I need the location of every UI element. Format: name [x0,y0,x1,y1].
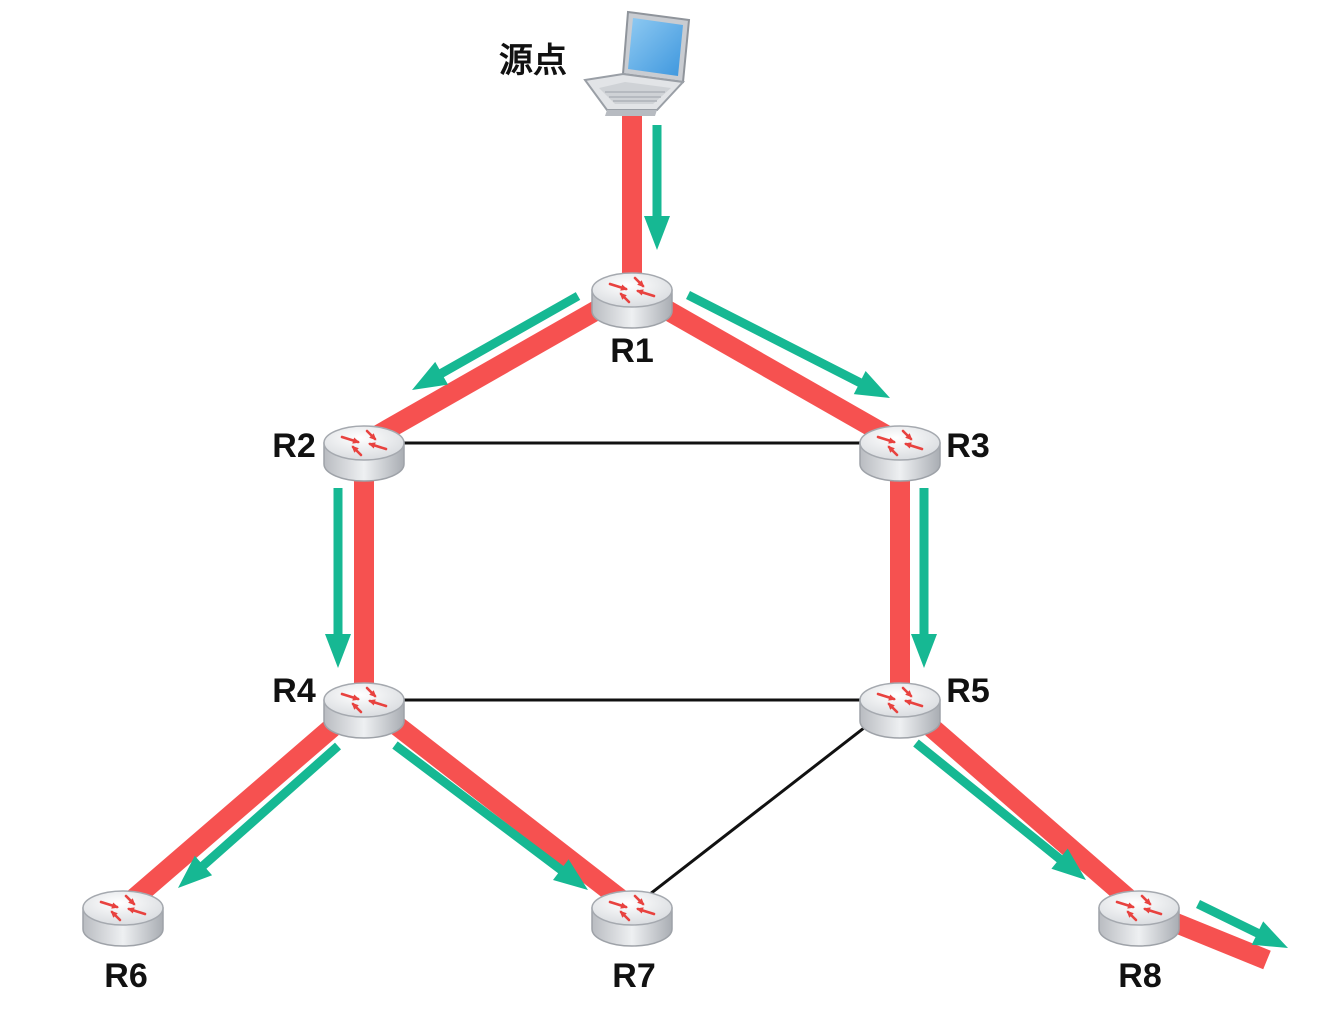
router-R4: R4 [272,672,405,739]
router-label-R7: R7 [612,957,655,995]
plain-link-R5-R7 [631,698,901,910]
router-label-R4: R4 [272,672,316,710]
router-icon [859,682,941,739]
flow-arrow-R2-R4 [325,488,351,668]
router-label-R1: R1 [610,332,653,370]
router-icon [591,890,673,947]
router-icon [591,272,673,329]
router-R6: R6 [82,890,164,995]
flow-arrow-R3-R5 [911,488,937,668]
laptop-icon [583,10,691,116]
router-label-R5: R5 [946,672,989,710]
router-R2: R2 [272,425,405,482]
router-icon [82,890,164,947]
router-R8: R8 [1098,890,1180,995]
flow-arrows [178,125,1288,948]
source-label: 源点 [499,42,567,80]
router-icon [859,425,941,482]
flow-arrow-R1-R3 [686,291,890,398]
router-R1: R1 [591,272,673,370]
router-label-R2: R2 [272,427,315,465]
router-label-R3: R3 [946,427,989,465]
multicast-tree-links [116,108,1271,970]
flow-arrow-R5-R8 [913,739,1086,880]
plain-links [364,441,901,910]
tree-link-R1-R2 [359,281,637,452]
router-R5: R5 [859,672,990,739]
flow-arrow-R4-R6 [178,742,341,888]
flow-arrow-R1-R2 [412,292,581,390]
tree-link-R5-R8 [893,692,1146,916]
router-label-R6: R6 [104,957,147,995]
router-icon [1098,890,1180,947]
flow-arrow-source-R1 [644,125,670,250]
flow-arrow-R4-R7 [392,741,588,890]
flow-arrow-R8-outside [1196,900,1288,948]
router-icon [323,682,405,739]
router-icon [323,425,405,482]
router-label-R8: R8 [1118,957,1161,995]
tree-link-R4-R7 [357,692,639,916]
tree-link-R4-R6 [116,692,371,916]
router-R3: R3 [859,425,990,482]
tree-link-R1-R3 [627,281,905,452]
router-R7: R7 [591,890,673,995]
